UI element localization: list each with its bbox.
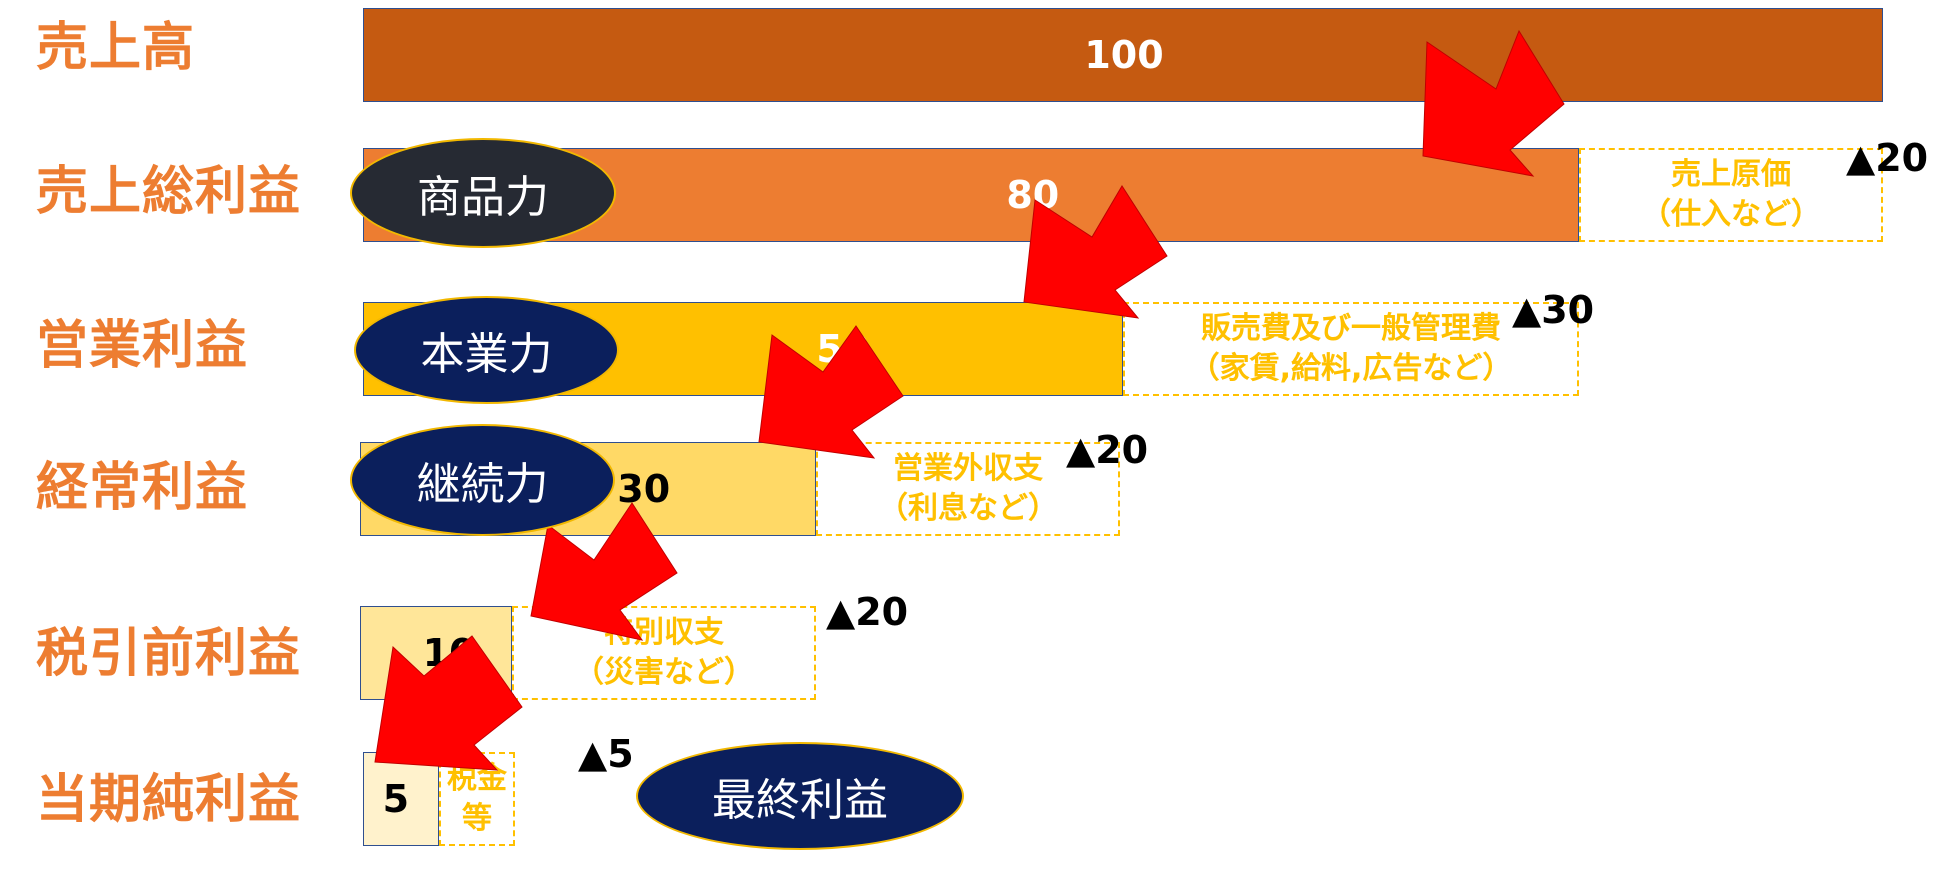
row-label-net-profit: 当期純利益: [36, 770, 302, 830]
deduction-text-sga: 販売費及び一般管理費: [1200, 311, 1501, 346]
oval-final-profit: 最終利益: [636, 742, 964, 850]
bar-value-gross-profit: 80: [1006, 173, 1060, 217]
deduction-note-sga: （家賃,給料,広告など）: [1189, 351, 1513, 386]
deduction-box-extraordinary: 特別収支 （災害など）: [512, 606, 816, 700]
deduction-box-taxes: 税金等: [439, 752, 515, 846]
deduction-box-sga: 販売費及び一般管理費 （家賃,給料,広告など）: [1123, 302, 1579, 396]
deduction-text-extraordinary: 特別収支: [604, 615, 724, 650]
deduction-box-non-operating: 営業外収支 （利息など）: [816, 442, 1120, 536]
bar-pretax-profit: 10: [360, 606, 512, 700]
bar-revenue: 100: [363, 8, 1883, 102]
row-label-ordinary-profit: 経常利益: [36, 458, 249, 518]
delta-taxes: ▲5: [578, 732, 634, 776]
row-label-gross-profit: 売上総利益: [36, 162, 302, 222]
bar-value-ordinary-profit: 30: [617, 467, 671, 511]
bar-value-operating-profit: 50: [816, 327, 870, 371]
delta-extraordinary: ▲20: [826, 590, 909, 634]
bar-value-revenue: 100: [1084, 33, 1164, 77]
deduction-note-extraordinary: （災害など）: [574, 655, 754, 690]
oval-core-business-power: 本業力: [354, 296, 619, 404]
deduction-text-non-operating: 営業外収支: [893, 451, 1043, 486]
delta-non-operating: ▲20: [1066, 428, 1149, 472]
row-label-pretax-profit: 税引前利益: [36, 624, 302, 684]
oval-product-power: 商品力: [350, 138, 616, 248]
bar-value-net-profit: 5: [382, 777, 410, 821]
deduction-box-cost-of-sales: 売上原価 （仕入など）: [1579, 148, 1883, 242]
delta-cost-of-sales: ▲20: [1846, 136, 1929, 180]
oval-continuity-power: 継続力: [350, 424, 615, 536]
deduction-text-cost-of-sales: 売上原価: [1671, 157, 1791, 192]
bar-value-pretax-profit: 10: [422, 631, 476, 675]
row-label-revenue: 売上高: [36, 18, 196, 78]
deduction-note-cost-of-sales: （仕入など）: [1641, 197, 1821, 232]
deduction-note-taxes: 等: [462, 801, 492, 836]
deduction-note-non-operating: （利息など）: [878, 491, 1058, 526]
bar-net-profit: 5: [363, 752, 439, 846]
deduction-text-taxes: 税金: [447, 761, 507, 796]
row-label-operating-profit: 営業利益: [36, 316, 249, 376]
delta-sga: ▲30: [1512, 288, 1595, 332]
